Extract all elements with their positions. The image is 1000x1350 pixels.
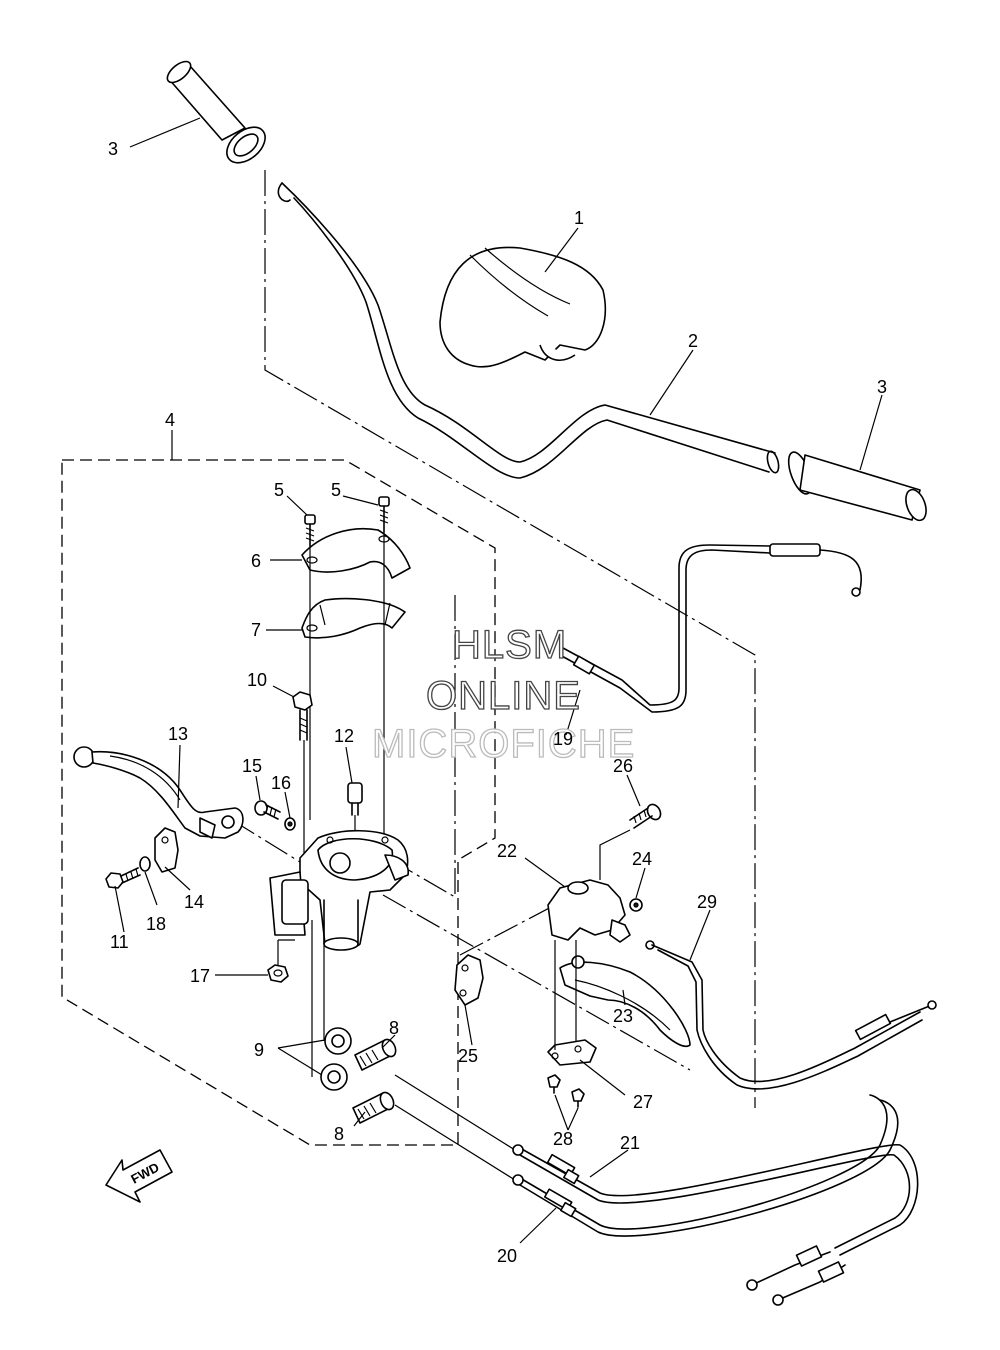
cable-19[interactable] xyxy=(559,543,862,713)
handlebar[interactable] xyxy=(277,182,780,479)
leader-lines xyxy=(114,117,883,1244)
callout-19: 19 xyxy=(553,729,573,749)
callout-labels: 1 2 3 3 4 5 5 6 7 8 8 9 10 11 12 13 14 1… xyxy=(108,139,887,1266)
screw-5b[interactable] xyxy=(378,496,390,533)
callout-13: 13 xyxy=(168,724,188,744)
lever-holder[interactable] xyxy=(154,827,179,873)
brake-lever[interactable] xyxy=(73,746,244,839)
master-cylinder-assembly-outline xyxy=(61,459,496,1146)
forward-arrow-icon: FWD xyxy=(105,1149,173,1203)
callout-17: 17 xyxy=(190,966,210,986)
centerline-bracket xyxy=(404,595,456,899)
clutch-lever-holder[interactable] xyxy=(547,879,631,943)
callout-25: 25 xyxy=(458,1046,478,1066)
callout-8-upper: 8 xyxy=(389,1018,399,1038)
callout-5-right: 5 xyxy=(331,480,341,500)
watermark-line-1: HLSM xyxy=(452,623,567,667)
washer-9b[interactable] xyxy=(320,1063,348,1091)
callout-3-left: 3 xyxy=(108,139,118,159)
watermark-line-2: ONLINE xyxy=(426,674,581,718)
callout-7: 7 xyxy=(251,620,261,640)
callout-3-right: 3 xyxy=(877,377,887,397)
diaphragm[interactable] xyxy=(301,597,406,639)
callout-18: 18 xyxy=(146,914,166,934)
cable-21[interactable] xyxy=(512,1144,919,1256)
union-bolt-8a[interactable] xyxy=(354,1037,398,1071)
callout-28: 28 xyxy=(553,1129,573,1149)
centerline-lever xyxy=(231,819,301,863)
collar-16[interactable] xyxy=(284,817,296,831)
screw-5a[interactable] xyxy=(304,514,316,547)
washer-9a[interactable] xyxy=(324,1027,352,1055)
callout-22: 22 xyxy=(497,841,517,861)
callout-10: 10 xyxy=(247,670,267,690)
grip-left[interactable] xyxy=(164,58,272,170)
callout-27: 27 xyxy=(633,1092,653,1112)
callout-23: 23 xyxy=(613,1006,633,1026)
callout-2: 2 xyxy=(688,331,698,351)
callout-8-lower: 8 xyxy=(334,1124,344,1144)
cable-20[interactable] xyxy=(512,1094,899,1237)
bolt-26[interactable] xyxy=(629,802,663,829)
cable-29[interactable] xyxy=(645,940,937,1090)
centerline-clutch xyxy=(382,894,691,1071)
screw-28b[interactable] xyxy=(571,1088,585,1108)
centerline-grip xyxy=(264,170,756,1108)
callout-29: 29 xyxy=(697,892,717,912)
nut-17[interactable] xyxy=(267,964,289,983)
callout-14: 14 xyxy=(184,892,204,912)
callout-26: 26 xyxy=(613,756,633,776)
handlebar-pad[interactable] xyxy=(439,246,607,368)
grip-right[interactable] xyxy=(784,449,930,523)
lever-holder-25[interactable] xyxy=(454,954,484,1006)
bolt-10[interactable] xyxy=(292,691,313,741)
cable-ends xyxy=(746,1245,846,1306)
bolt-11[interactable] xyxy=(105,867,141,889)
callout-12: 12 xyxy=(334,726,354,746)
bolt-12[interactable] xyxy=(347,782,363,816)
bolt-15[interactable] xyxy=(254,800,281,820)
watermark: HLSM ONLINE MICROFICHE xyxy=(371,622,635,766)
callout-6: 6 xyxy=(251,551,261,571)
callout-4: 4 xyxy=(165,410,175,430)
callout-11: 11 xyxy=(110,932,129,952)
callout-9: 9 xyxy=(254,1040,264,1060)
callout-21: 21 xyxy=(620,1133,640,1153)
centerline-lever-holder xyxy=(459,904,556,956)
callout-1: 1 xyxy=(574,208,584,228)
screw-28a[interactable] xyxy=(547,1074,561,1094)
washer-18[interactable] xyxy=(139,856,151,872)
clamp-cover[interactable] xyxy=(301,527,411,579)
clutch-lever[interactable] xyxy=(559,955,691,1048)
callout-20: 20 xyxy=(497,1246,517,1266)
screw-24[interactable] xyxy=(629,898,643,912)
watermark-line-3: MICROFICHE xyxy=(372,722,635,766)
callout-16: 16 xyxy=(271,773,291,793)
callout-24: 24 xyxy=(632,849,652,869)
master-cylinder[interactable] xyxy=(269,829,409,951)
callout-5-left: 5 xyxy=(274,480,284,500)
callout-15: 15 xyxy=(242,756,262,776)
